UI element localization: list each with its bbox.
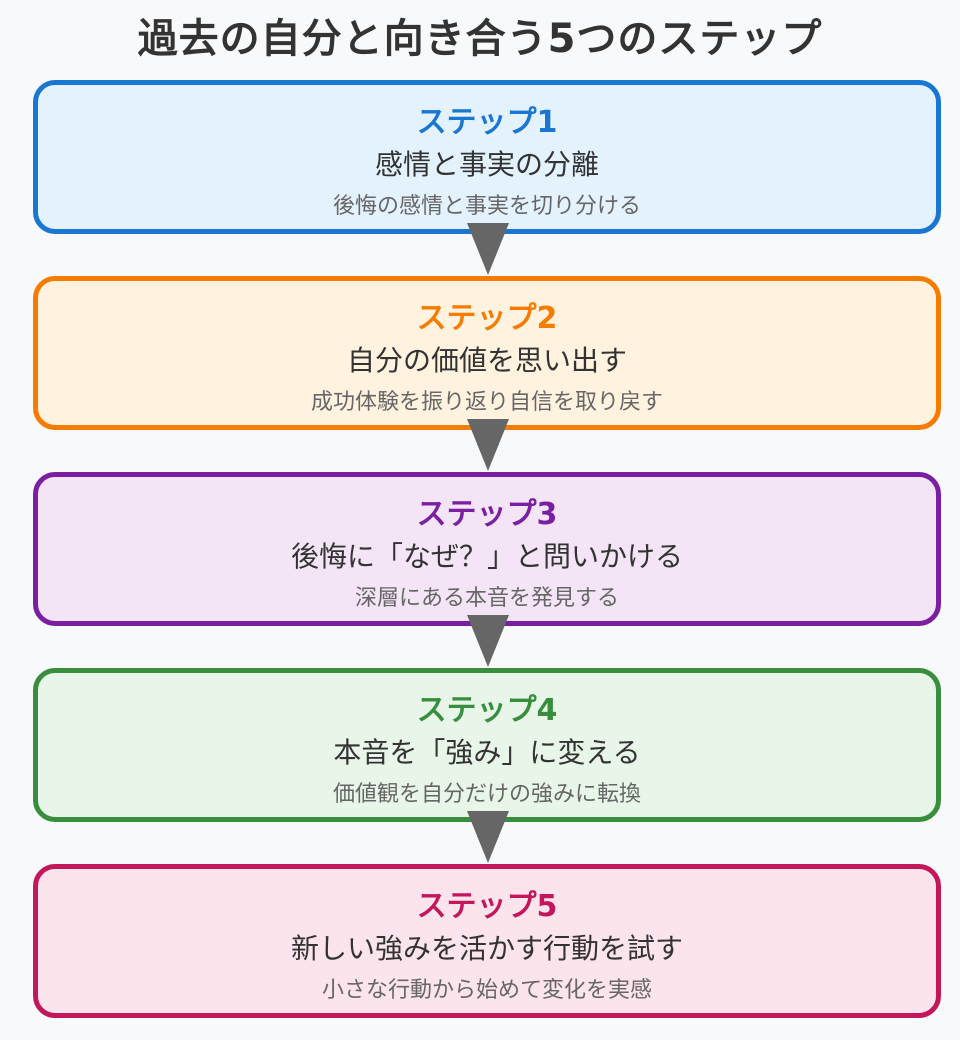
step-description: 深層にある本音を発見する (354, 586, 619, 611)
step-heading: 後悔に「なぜ？」と問いかける (290, 540, 683, 573)
step-heading: 自分の価値を思い出す (346, 344, 627, 377)
step-description: 価値観を自分だけの強みに転換 (332, 782, 641, 807)
page-title: 過去の自分と向き合う5つのステップ (137, 16, 823, 62)
step-box-2: ステップ2 自分の価値を思い出す 成功体験を振り返り自信を取り戻す (33, 276, 941, 430)
step-description: 小さな行動から始めて変化を実感 (321, 978, 652, 1003)
step-label: ステップ4 (416, 693, 558, 728)
down-arrow-icon (467, 419, 509, 471)
step-description: 成功体験を振り返り自信を取り戻す (310, 390, 663, 415)
step-heading: 感情と事実の分離 (374, 148, 599, 181)
down-arrow-icon (467, 811, 509, 863)
step-heading: 本音を「強み」に変える (333, 736, 641, 769)
step-description: 後悔の感情と事実を切り分ける (332, 194, 641, 219)
down-arrow-icon (467, 615, 509, 667)
step-box-4: ステップ4 本音を「強み」に変える 価値観を自分だけの強みに転換 (33, 668, 941, 822)
step-label: ステップ2 (416, 301, 558, 336)
step-box-5: ステップ5 新しい強みを活かす行動を試す 小さな行動から始めて変化を実感 (33, 864, 941, 1018)
down-arrow-icon (467, 223, 509, 275)
step-label: ステップ5 (416, 889, 558, 924)
step-heading: 新しい強みを活かす行動を試す (290, 932, 683, 965)
step-label: ステップ3 (416, 497, 558, 532)
step-label: ステップ1 (416, 105, 558, 140)
step-box-3: ステップ3 後悔に「なぜ？」と問いかける 深層にある本音を発見する (33, 472, 941, 626)
step-box-1: ステップ1 感情と事実の分離 後悔の感情と事実を切り分ける (33, 80, 941, 234)
